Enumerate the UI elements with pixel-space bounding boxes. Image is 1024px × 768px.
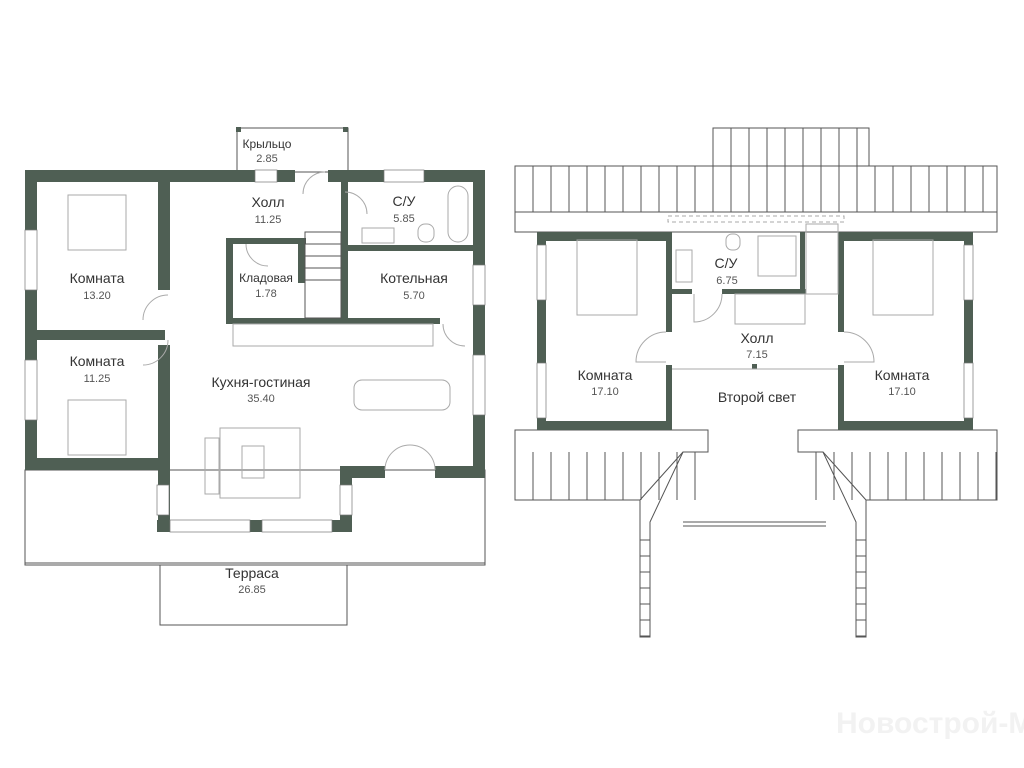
sink: [361, 227, 395, 244]
room-area: 17.10: [888, 386, 916, 398]
room-area: 5.70: [403, 290, 424, 302]
dining-table: [353, 379, 451, 411]
bathtub: [447, 185, 469, 243]
room-area: 35.40: [247, 393, 275, 405]
toilet: [417, 223, 435, 243]
coffee-table: [241, 445, 265, 479]
windows: [24, 169, 486, 533]
room-label: Холл: [252, 194, 285, 210]
bed: [576, 239, 638, 316]
stairs: [734, 293, 806, 325]
second-floor-plan: С/У 6.75 Холл 7.15 Комната 17.10 Второй …: [514, 127, 998, 638]
bed: [67, 194, 127, 251]
toilet: [725, 233, 741, 251]
bed: [872, 239, 934, 316]
rug: [219, 427, 301, 499]
room-label: Комната: [70, 353, 125, 369]
room-area: 2.85: [256, 153, 277, 165]
terrace: [24, 469, 486, 626]
room-area: 1.78: [255, 288, 276, 300]
room-label: Кухня-гостиная: [211, 374, 310, 390]
stairs: [304, 231, 342, 319]
bed: [67, 399, 127, 456]
room-label: С/У: [715, 255, 738, 271]
bathtub: [757, 235, 797, 277]
room-label: Комната: [70, 270, 125, 286]
watermark: Новострой-М: [836, 707, 1024, 740]
room-label: Комната: [875, 367, 930, 383]
sofa: [204, 437, 220, 495]
roof: [514, 127, 998, 638]
room-area: 6.75: [716, 275, 737, 287]
second-floor-details: [576, 215, 934, 370]
room-label: Котельная: [380, 270, 448, 286]
second-floor-labels: С/У 6.75 Холл 7.15 Комната 17.10 Второй …: [578, 255, 930, 405]
doors: [142, 171, 466, 471]
room-label: Холл: [741, 330, 774, 346]
room-area: 11.25: [255, 214, 282, 226]
room-label: Второй свет: [718, 389, 797, 405]
room-label: Комната: [578, 367, 633, 383]
second-floor-walls: [537, 232, 973, 430]
room-area: 11.25: [84, 373, 111, 385]
room-area: 26.85: [238, 584, 266, 596]
room-area: 7.15: [746, 349, 767, 361]
room-label: Терраса: [225, 565, 279, 581]
sink: [675, 249, 693, 283]
room-area: 17.10: [591, 386, 619, 398]
room-label: С/У: [393, 193, 416, 209]
room-label: Кладовая: [239, 271, 293, 285]
stairs: [805, 223, 839, 295]
second-floor-windows: [536, 244, 974, 419]
furniture: [67, 185, 469, 499]
room-area: 5.85: [393, 213, 414, 225]
ground-floor-labels: Крыльцо 2.85 Холл 11.25 С/У 5.85 Комната…: [70, 137, 448, 596]
kitchen-counter: [232, 323, 434, 347]
room-label: Крыльцо: [243, 137, 292, 151]
room-area: 13.20: [83, 290, 111, 302]
ground-floor-plan: Крыльцо 2.85 Холл 11.25 С/У 5.85 Комната…: [24, 127, 486, 626]
